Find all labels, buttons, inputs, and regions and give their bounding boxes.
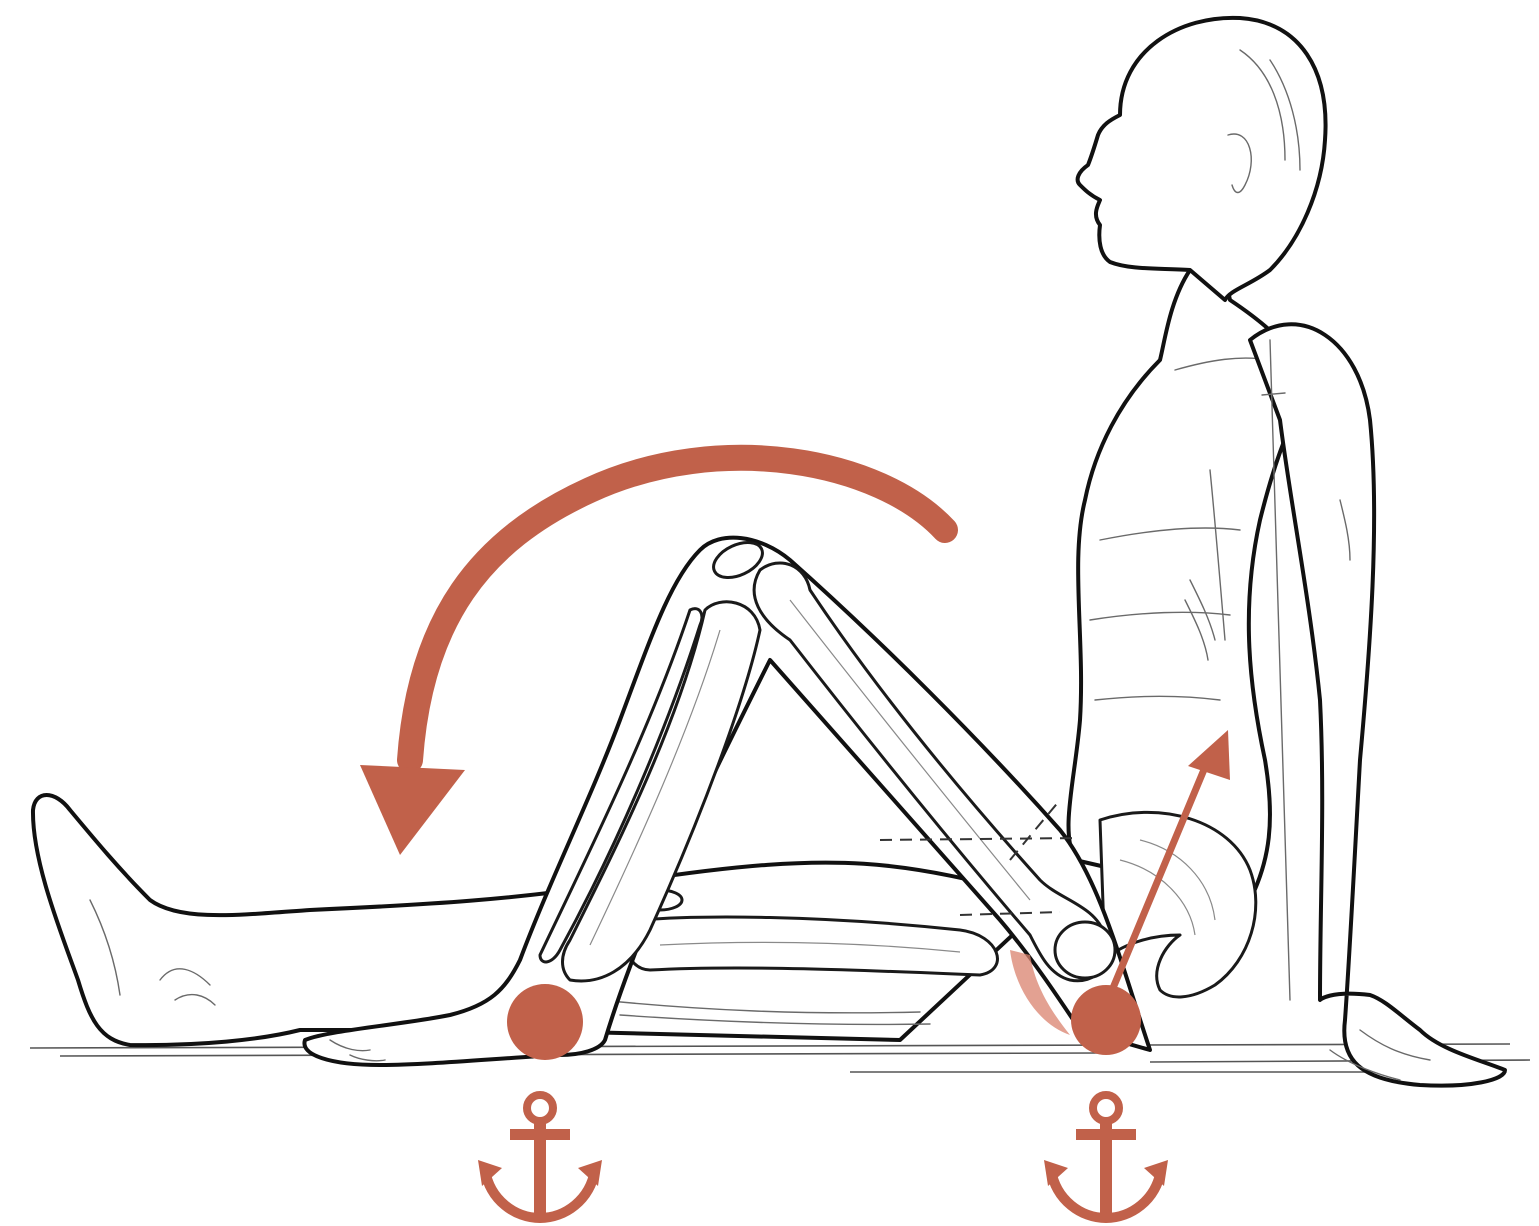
anchor-icon [478,1095,602,1218]
sit-bone-contact-point [1071,985,1141,1055]
head [1078,18,1326,300]
anchor-icon [1044,1095,1168,1218]
floor-lines [30,1044,1530,1072]
support-arm [1250,324,1505,1085]
femoral-head [1055,922,1115,978]
heel-contact-point [507,984,583,1060]
